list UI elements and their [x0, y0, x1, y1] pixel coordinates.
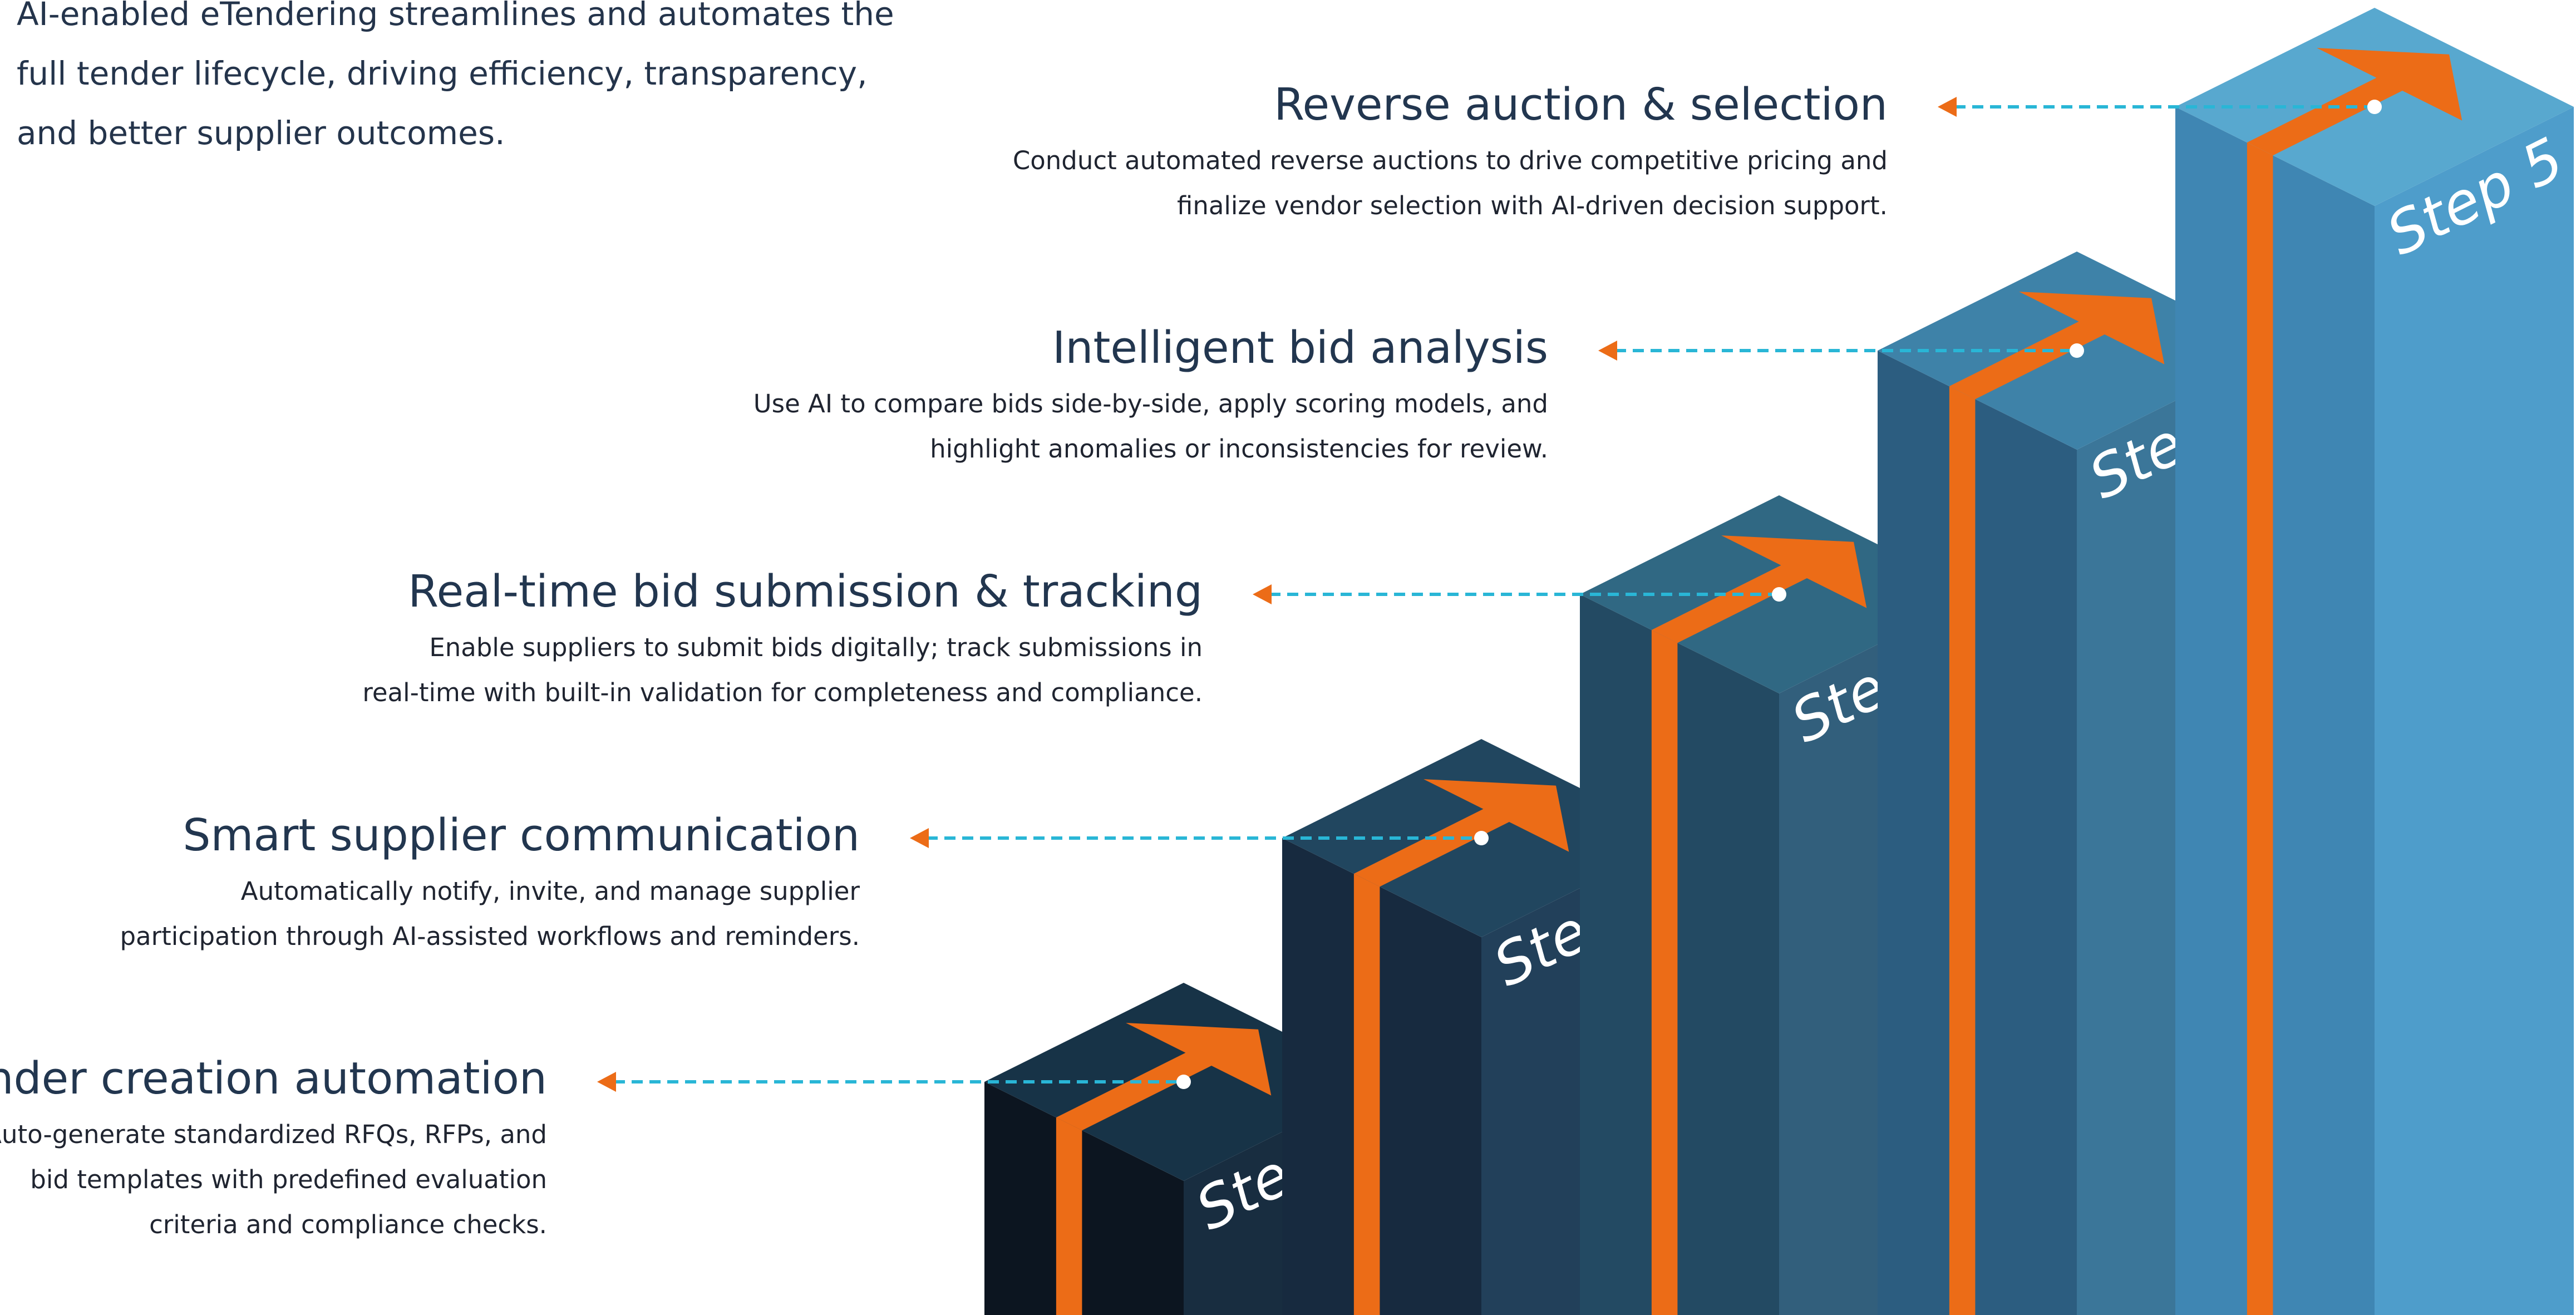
step-description: Enable suppliers to submit bids digitall…: [362, 625, 1203, 715]
step-description-line: Automatically notify, invite, and manage…: [240, 876, 860, 906]
arrow-left-icon: [597, 1072, 616, 1092]
column-left-face: [984, 1082, 1184, 1315]
intro-line: AI-enabled eTendering streamlines and au…: [17, 0, 894, 33]
orange-stripe: [1353, 874, 1380, 1315]
step-description-line: participation through AI-assisted workfl…: [120, 922, 860, 951]
connector-dot: [2070, 343, 2084, 358]
orange-stripe: [1651, 630, 1678, 1315]
column-left-face: [2175, 107, 2375, 1315]
arrow-left-icon: [910, 828, 929, 848]
step-description-line: criteria and compliance checks.: [149, 1210, 547, 1239]
orange-stripe: [1949, 386, 1976, 1315]
step-connectors: [597, 97, 2382, 1092]
connector-dot: [1772, 587, 1786, 602]
intro-line: full tender lifecycle, driving efficienc…: [17, 55, 868, 92]
arrow-up-right-icon: [1651, 535, 1867, 643]
step-description: Conduct automated reverse auctions to dr…: [1013, 138, 1888, 228]
step-description-line: Auto-generate standardized RFQs, RFPs, a…: [0, 1120, 547, 1149]
step-title: Real-time bid submission & tracking: [408, 566, 1203, 617]
step-description-line: Use AI to compare bids side-by-side, app…: [753, 389, 1548, 418]
step-column: Step 5: [2175, 8, 2574, 1315]
intro-line: and better supplier outcomes.: [17, 114, 505, 152]
step-description-line: Enable suppliers to submit bids digitall…: [429, 633, 1203, 662]
arrow-left-icon: [1598, 341, 1617, 361]
orange-stripe: [2247, 142, 2273, 1315]
step-description: Auto-generate standardized RFQs, RFPs, a…: [0, 1112, 547, 1247]
column-front-face: [2375, 107, 2574, 1315]
connector-dot: [2367, 100, 2382, 114]
column-left-face: [1580, 594, 1779, 1315]
connector-dot: [1474, 831, 1489, 845]
step-description: Use AI to compare bids side-by-side, app…: [753, 381, 1548, 471]
arrow-up-right-icon: [1949, 292, 2165, 400]
arrow-up-right-icon: [2247, 48, 2462, 156]
step-title: Intelligent bid analysis: [1052, 322, 1548, 373]
orange-stripe: [1056, 1117, 1082, 1315]
step-description-line: real-time with built-in validation for c…: [362, 678, 1203, 707]
column-left-face: [1282, 838, 1481, 1315]
arrow-left-icon: [1938, 97, 1957, 117]
arrow-up-right-icon: [1353, 779, 1569, 887]
column-left-face: [1878, 351, 2077, 1315]
step-description-line: finalize vendor selection with AI-driven…: [1176, 191, 1888, 220]
connector-dot: [1176, 1075, 1191, 1089]
step-description-line: bid templates with predefined evaluation: [30, 1165, 547, 1194]
step-description: Automatically notify, invite, and manage…: [120, 869, 860, 959]
intro-text: AI-enabled eTendering streamlines and au…: [17, 0, 918, 163]
step-title: Reverse auction & selection: [1274, 79, 1888, 130]
step-description-line: highlight anomalies or inconsistencies f…: [930, 434, 1548, 464]
arrow-up-right-icon: [1056, 1023, 1272, 1131]
arrow-left-icon: [1253, 584, 1272, 604]
step-title: Tender creation automation: [0, 1053, 547, 1104]
step-description-line: Conduct automated reverse auctions to dr…: [1012, 146, 1888, 175]
step-title: Smart supplier communication: [183, 810, 860, 861]
